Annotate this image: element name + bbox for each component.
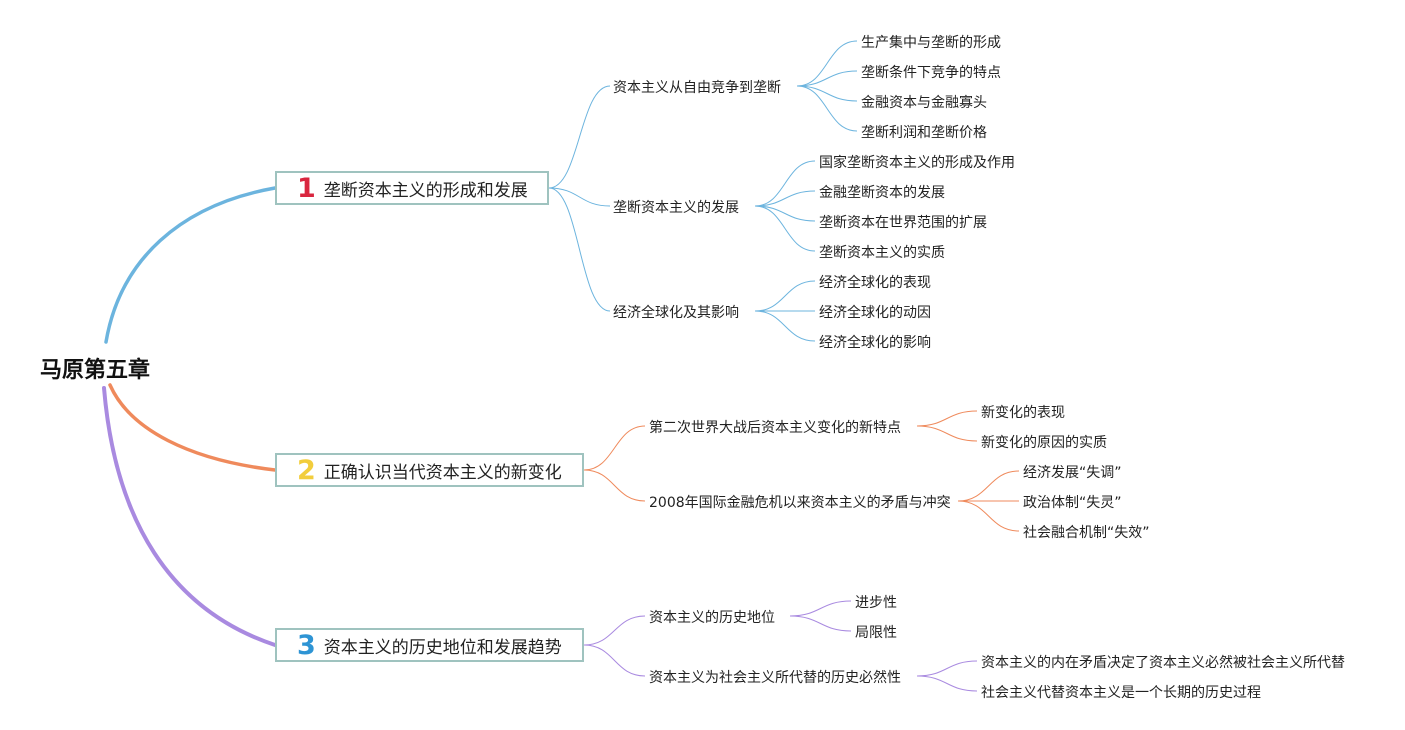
- sub-2-2[interactable]: 2008年国际金融危机以来资本主义的矛盾与冲突: [649, 495, 951, 511]
- leaf-2-2-2[interactable]: 政治体制“失灵”: [1023, 495, 1122, 511]
- s11-leaf2-line: [796, 70, 858, 87]
- s31-leaf1-line: [789, 600, 852, 617]
- leaf-1-2-4[interactable]: 垄断资本主义的实质: [819, 245, 945, 261]
- s12-leaf3-line: [754, 205, 816, 222]
- leaf-1-3-3[interactable]: 经济全球化的影响: [819, 335, 931, 351]
- leaf-3-1-1[interactable]: 进步性: [855, 595, 897, 611]
- s22-leaf3-line: [957, 500, 1020, 532]
- leaf-2-2-1[interactable]: 经济发展“失调”: [1023, 465, 1122, 481]
- leaf-1-3-1[interactable]: 经济全球化的表现: [819, 275, 931, 291]
- s11-leaf3-line: [796, 85, 858, 102]
- leaf-1-2-2[interactable]: 金融垄断资本的发展: [819, 185, 945, 201]
- branch-3-number: 3: [297, 629, 316, 661]
- s11-leaf4-line: [796, 85, 858, 132]
- b3-sub1-line: [583, 615, 646, 646]
- leaf-1-1-2[interactable]: 垄断条件下竞争的特点: [861, 65, 1001, 81]
- sub-3-1[interactable]: 资本主义的历史地位: [649, 610, 775, 626]
- leaf-3-2-1[interactable]: 资本主义的内在矛盾决定了资本主义必然被社会主义所代替: [981, 655, 1345, 671]
- leaf-1-1-4[interactable]: 垄断利润和垄断价格: [861, 125, 987, 141]
- b2-sub2-line: [583, 469, 646, 502]
- leaf-2-2-3[interactable]: 社会融合机制“失效”: [1023, 525, 1150, 541]
- sub-1-3[interactable]: 经济全球化及其影响: [613, 305, 739, 321]
- s32-leaf2-line: [916, 675, 978, 692]
- s32-leaf1-line: [916, 660, 978, 677]
- leaf-1-1-1[interactable]: 生产集中与垄断的形成: [861, 35, 1001, 51]
- leaf-1-2-3[interactable]: 垄断资本在世界范围的扩展: [819, 215, 987, 231]
- s13-leaf1-line: [754, 280, 816, 312]
- leaf-1-2-1[interactable]: 国家垄断资本主义的形成及作用: [819, 155, 1015, 171]
- s12-leaf2-line: [754, 190, 816, 207]
- leaf-2-1-1[interactable]: 新变化的表现: [981, 405, 1065, 421]
- b3-sub2-line: [583, 644, 646, 677]
- branch-1-title: 垄断资本主义的形成和发展: [323, 180, 528, 201]
- s21-leaf1-line: [916, 410, 978, 427]
- s12-leaf4-line: [754, 205, 816, 252]
- s12-leaf1-line: [754, 160, 816, 207]
- leaf-2-1-2[interactable]: 新变化的原因的实质: [981, 435, 1107, 451]
- s21-leaf2-line: [916, 425, 978, 442]
- s31-leaf2-line: [789, 615, 852, 632]
- sub-1-2[interactable]: 垄断资本主义的发展: [613, 200, 739, 216]
- s11-leaf1-line: [796, 40, 858, 87]
- leaf-3-1-2[interactable]: 局限性: [855, 625, 897, 641]
- leaf-1-1-3[interactable]: 金融资本与金融寡头: [861, 95, 987, 111]
- branch-2-number: 2: [297, 454, 316, 486]
- root-topic[interactable]: 马原第五章: [40, 358, 151, 383]
- b2-sub1-line: [583, 425, 646, 471]
- root-to-branch-2-line: [108, 383, 277, 472]
- sub-1-1[interactable]: 资本主义从自由竞争到垄断: [613, 80, 781, 96]
- branch-2-topic[interactable]: 2 正确认识当代资本主义的新变化: [275, 453, 584, 487]
- b1-sub3-line: [548, 187, 611, 312]
- root-to-branch-3-line: [102, 386, 277, 647]
- s13-leaf3-line: [754, 310, 816, 342]
- s22-leaf1-line: [957, 470, 1020, 502]
- branch-1-topic[interactable]: 1 垄断资本主义的形成和发展: [275, 171, 549, 205]
- branch-1-number: 1: [297, 172, 316, 204]
- sub-2-1[interactable]: 第二次世界大战后资本主义变化的新特点: [649, 420, 901, 436]
- branch-3-title: 资本主义的历史地位和发展趋势: [323, 637, 562, 658]
- b1-sub2-line: [548, 187, 611, 207]
- leaf-1-3-2[interactable]: 经济全球化的动因: [819, 305, 931, 321]
- sub-3-2[interactable]: 资本主义为社会主义所代替的历史必然性: [649, 670, 901, 686]
- branch-3-topic[interactable]: 3 资本主义的历史地位和发展趋势: [275, 628, 584, 662]
- b1-sub1-line: [548, 85, 611, 189]
- leaf-3-2-2[interactable]: 社会主义代替资本主义是一个长期的历史过程: [981, 685, 1261, 701]
- branch-2-title: 正确认识当代资本主义的新变化: [323, 462, 562, 483]
- root-to-branch-1-line: [104, 186, 277, 344]
